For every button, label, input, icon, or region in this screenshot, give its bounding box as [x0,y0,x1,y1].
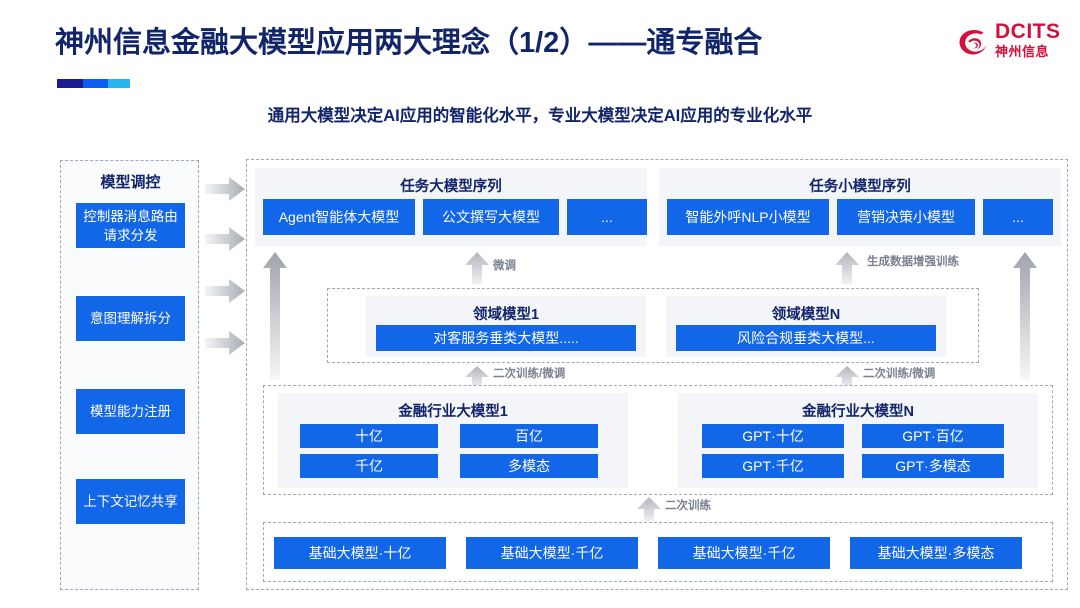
task-small-model-group: 任务小模型序列 智能外呼NLP小模型 营销决策小模型 ... [659,168,1061,246]
industry-model-1-chips: 十亿 百亿 千亿 多模态 [300,424,598,478]
control-item-3[interactable]: 上下文记忆共享 [76,479,185,524]
task-large-model-group: 任务大模型序列 Agent智能体大模型 公文撰写大模型 ... [255,168,647,246]
task-large-chip-1[interactable]: 公文撰写大模型 [423,199,559,235]
task-large-chip-more[interactable]: ... [567,199,647,235]
base-chip-1[interactable]: 基础大模型·千亿 [466,537,638,569]
arrow-label-fine-tune: 微调 [493,260,516,272]
logo-en-text: DCITS [995,20,1061,43]
industry-1-chip-0[interactable]: 十亿 [300,424,438,448]
domain-model-n-chip[interactable]: 风险合规垂类大模型... [676,325,936,351]
domain-model-n-title: 领域模型N [771,307,841,323]
arrow-up-icon-tall-left [263,252,287,380]
industry-1-chip-3[interactable]: 多模态 [460,454,598,478]
task-small-chip-more[interactable]: ... [983,199,1053,235]
domain-model-n-group: 领域模型N 风险合规垂类大模型... [666,296,946,357]
industry-model-band: 金融行业大模型1 十亿 百亿 千亿 多模态 金融行业大模型N GPT·十亿 GP… [263,385,1053,495]
arrow-label-secondary-train: 二次训练 [665,500,711,512]
page-subtitle: 通用大模型决定AI应用的智能化水平，专业大模型决定AI应用的专业化水平 [267,107,813,125]
domain-model-1-chip[interactable]: 对客服务垂类大模型..... [376,325,636,351]
domain-model-band: 领域模型1 对客服务垂类大模型..... 领域模型N 风险合规垂类大模型... [327,288,979,363]
industry-model-1-title: 金融行业大模型1 [398,404,508,420]
industry-1-chip-1[interactable]: 百亿 [460,424,598,448]
domain-model-1-title: 领域模型1 [472,307,540,323]
title-underline [57,79,130,88]
industry-model-n-group: 金融行业大模型N GPT·十亿 GPT·百亿 GPT·千亿 GPT·多模态 [678,393,1038,488]
arrow-up-icon-secondary-left [465,366,489,388]
page-title: 神州信息金融大模型应用两大理念（1/2）——通专融合 [55,27,763,59]
task-small-model-chips: 智能外呼NLP小模型 营销决策小模型 ... [667,199,1053,235]
underline-segment-3 [108,79,130,88]
arrow-right-icon-0 [205,176,245,202]
base-chip-2[interactable]: 基础大模型·千亿 [658,537,830,569]
arrow-right-icon-1 [205,226,245,252]
industry-n-chip-0[interactable]: GPT·十亿 [702,424,844,448]
arrow-up-icon-base-train [637,497,661,521]
arrow-right-icon-2 [205,278,245,304]
industry-model-n-chips: GPT·十亿 GPT·百亿 GPT·千亿 GPT·多模态 [702,424,1004,478]
arrow-label-generate-aug: 生成数据增强训练 [867,256,959,268]
task-small-chip-0[interactable]: 智能外呼NLP小模型 [667,199,829,235]
industry-model-n-title: 金融行业大模型N [802,404,914,420]
arrow-label-secondary-right: 二次训练/微调 [863,368,936,380]
arrow-right-icon-3 [205,330,245,356]
architecture-container: 任务大模型序列 Agent智能体大模型 公文撰写大模型 ... 任务小模型序列 … [246,159,1068,590]
industry-n-chip-3[interactable]: GPT·多模态 [862,454,1004,478]
industry-n-chip-2[interactable]: GPT·千亿 [702,454,844,478]
logo-cn-text: 神州信息 [995,44,1050,59]
task-large-chip-0[interactable]: Agent智能体大模型 [263,199,415,235]
slide-header: 神州信息金融大模型应用两大理念（1/2）——通专融合 DCITS 神州信息 [0,0,1080,100]
task-large-model-chips: Agent智能体大模型 公文撰写大模型 ... [263,199,647,235]
underline-segment-2 [83,79,108,88]
arrow-up-icon-tall-right [1013,252,1037,380]
base-chip-0[interactable]: 基础大模型·十亿 [274,537,446,569]
base-chip-3[interactable]: 基础大模型·多模态 [850,537,1022,569]
control-item-2[interactable]: 模型能力注册 [76,389,185,434]
domain-model-1-group: 领域模型1 对客服务垂类大模型..... [366,296,646,357]
logo-text-block: DCITS 神州信息 [995,21,1073,60]
control-panel: 模型调控 控制器消息路由请求分发 意图理解拆分 模型能力注册 上下文记忆共享 [60,160,199,590]
base-model-band: 基础大模型·十亿 基础大模型·千亿 基础大模型·千亿 基础大模型·多模态 [263,522,1053,582]
underline-segment-1 [57,79,83,88]
base-model-chips: 基础大模型·十亿 基础大模型·千亿 基础大模型·千亿 基础大模型·多模态 [274,537,1022,569]
task-small-model-title: 任务小模型序列 [809,179,911,195]
industry-1-chip-2[interactable]: 千亿 [300,454,438,478]
arrow-label-secondary-left: 二次训练/微调 [493,368,566,380]
arrow-up-icon-secondary-right [835,366,859,388]
dcits-swirl-icon [955,24,993,62]
task-large-model-title: 任务大模型序列 [400,179,502,195]
task-small-chip-1[interactable]: 营销决策小模型 [837,199,975,235]
control-item-0[interactable]: 控制器消息路由请求分发 [76,203,185,248]
industry-n-chip-1[interactable]: GPT·百亿 [862,424,1004,448]
control-item-1[interactable]: 意图理解拆分 [76,296,185,341]
control-panel-title: 模型调控 [100,174,161,191]
arrow-up-icon-finetune-left [465,252,489,284]
industry-model-1-group: 金融行业大模型1 十亿 百亿 千亿 多模态 [278,393,628,488]
dcits-logo: DCITS 神州信息 [955,20,1073,76]
arrow-up-icon-generate-aug [835,252,859,284]
